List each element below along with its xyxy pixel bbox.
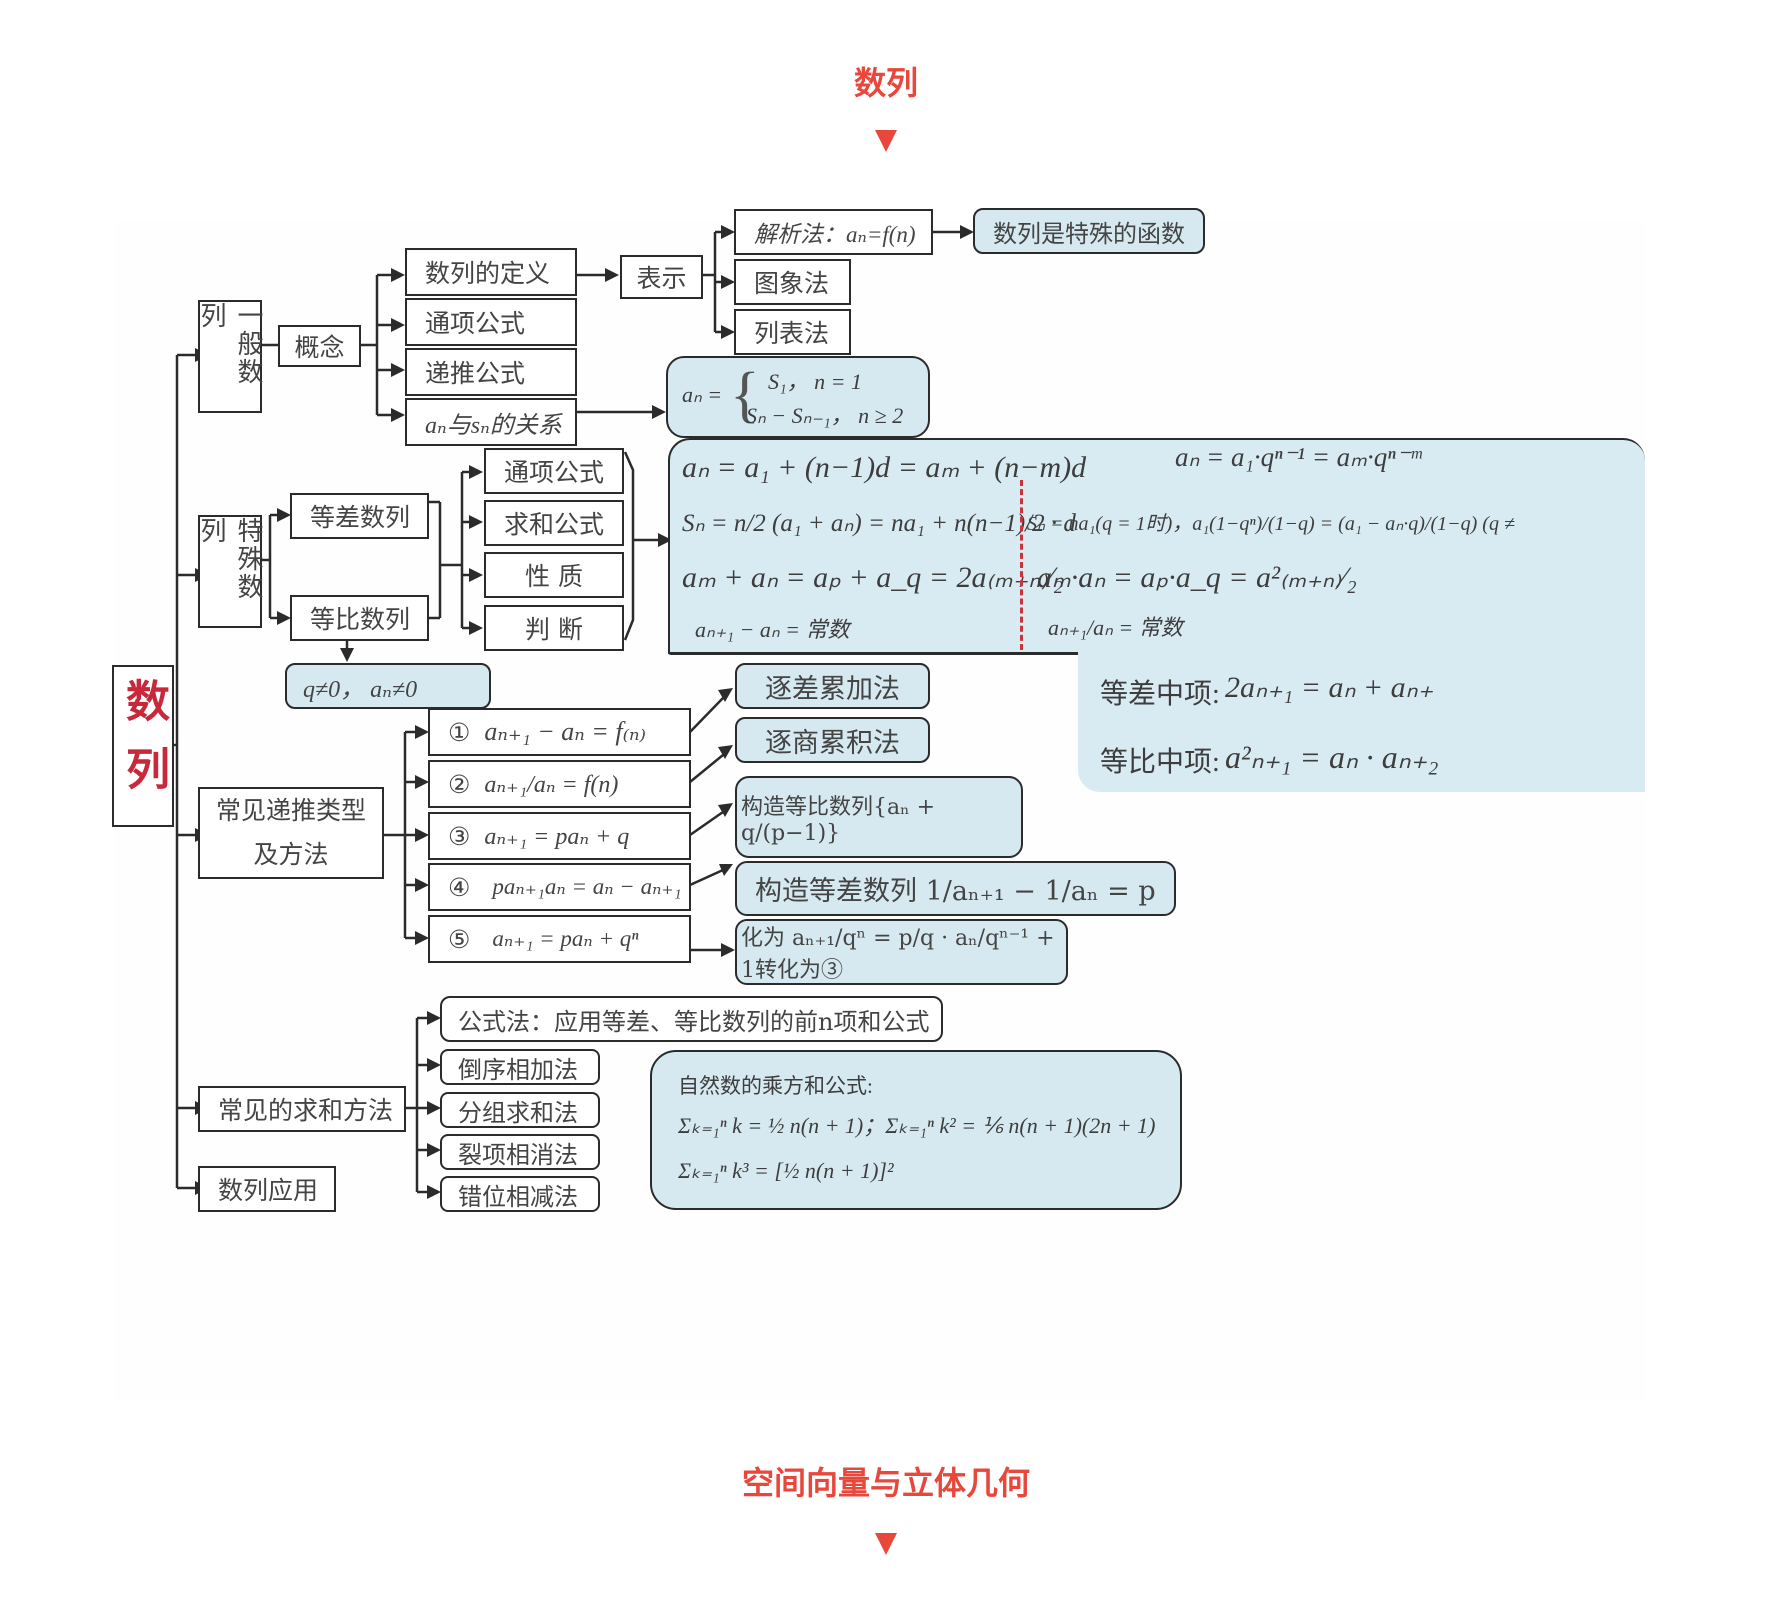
formula-panel — [668, 438, 1645, 654]
power-sum-title: 自然数的乘方和公式: — [678, 1074, 873, 1098]
recursion-type-2: ② aₙ₊₁/aₙ = f(n) — [428, 760, 691, 808]
node-concept: 概念 — [278, 325, 361, 367]
circled-number: ⑤ — [448, 924, 471, 954]
node-aspect-general-term: 通项公式 — [484, 448, 624, 494]
geo-formula-3: aₙ₊₁/aₙ = 常数 — [1048, 615, 1183, 640]
node-recursive-formula: 递推公式 — [405, 348, 577, 396]
circled-number: ① — [448, 717, 471, 747]
geo-middle-label: 等比中项: — [1100, 747, 1220, 778]
node-aspect-sum-formula: 求和公式 — [484, 500, 624, 546]
recursion-formula: aₙ₊₁/aₙ = f(n) — [484, 771, 619, 798]
method-cumulative-product: 逐商累积法 — [735, 717, 930, 763]
note-special-function: 数列是特殊的函数 — [973, 208, 1205, 254]
geo-formula-1: Sₙ = na₁(q = 1时)，a₁(1−qⁿ)/(1−q) = (a₁ − … — [1027, 513, 1515, 535]
recursion-formula: paₙ₊₁aₙ = aₙ − aₙ₊₁ — [492, 874, 682, 899]
geometric-condition-text: q≠0， aₙ≠0 — [303, 676, 418, 703]
power-sum-line1: Σₖ₌₁ⁿ k = ½ n(n + 1)；Σₖ₌₁ⁿ k² = ⅙ n(n + … — [678, 1113, 1156, 1138]
recursion-formula: aₙ₊₁ = paₙ + qⁿ — [492, 926, 639, 951]
section-title-sequences: 数列 — [853, 64, 918, 102]
method-construct-geometric: 构造等比数列{aₙ + q/(p−1)} — [735, 776, 1023, 858]
section-title-space-geometry: 空间向量与立体几何 — [741, 1464, 1030, 1502]
an-sn-case1: S₁， n = 1 — [768, 369, 862, 394]
node-definition: 数列的定义 — [405, 248, 577, 296]
middle-term-panel — [1078, 652, 1645, 792]
recursion-type-5: ⑤ aₙ₊₁ = paₙ + qⁿ — [428, 915, 691, 963]
node-an-sn-relation: aₙ与sₙ的关系 — [405, 398, 577, 446]
arith-formula-2: aₘ + aₙ = aₚ + a_q = 2a₍ₘ₊ₙ₎⁄₂ — [682, 561, 1064, 594]
arith-formula-1: Sₙ = n/2 (a₁ + aₙ) = na₁ + n(n−1)/2 · d — [682, 510, 1076, 537]
node-analytic-method: 解析法：aₙ=f(n) — [734, 209, 933, 255]
node-graph-method: 图象法 — [734, 259, 851, 305]
arith-middle-label: 等差中项: — [1100, 679, 1220, 710]
geometric-condition: q≠0， aₙ≠0 — [285, 663, 491, 709]
recursion-label-line1: 常见递推类型 — [215, 796, 366, 825]
node-summation-methods: 常见的求和方法 — [198, 1086, 406, 1132]
arith-formula-3: aₙ₊₁ − aₙ = 常数 — [695, 617, 850, 642]
method-telescoping: 裂项相消法 — [440, 1134, 600, 1170]
geo-formula-2: aₘ·aₙ = aₚ·a_q = a²₍ₘ₊ₙ₎⁄₂ — [1037, 561, 1357, 594]
recursion-type-3: ③ aₙ₊₁ = paₙ + q — [428, 812, 691, 860]
an-sn-formula-panel: aₙ = { S₁， n = 1 Sₙ − Sₙ₋₁， n ≥ 2 — [666, 356, 930, 438]
recursion-formula: aₙ₊₁ = paₙ + q — [484, 823, 630, 850]
node-aspect-judgment: 判 断 — [484, 605, 624, 651]
down-triangle-icon — [875, 130, 897, 152]
an-sn-case2: Sₙ − Sₙ₋₁， n ≥ 2 — [746, 403, 904, 428]
panel-bottom-border — [668, 652, 1166, 655]
circled-number: ④ — [448, 872, 471, 902]
node-general-sequence: 一般数列 — [196, 300, 263, 413]
mind-map: 数列 一般数列 概念 数列的定义 通项公式 递推公式 aₙ与sₙ的关系 表示 解… — [112, 208, 1645, 1400]
method-formula: 公式法：应用等差、等比数列的前n项和公式 — [440, 996, 943, 1042]
power-sum-panel: 自然数的乘方和公式: Σₖ₌₁ⁿ k = ½ n(n + 1)；Σₖ₌₁ⁿ k²… — [650, 1050, 1182, 1210]
divider-line — [1020, 480, 1023, 650]
node-table-method: 列表法 — [734, 309, 851, 355]
node-application: 数列应用 — [198, 1166, 336, 1212]
method-construct-arithmetic: 构造等差数列 1/aₙ₊₁ − 1/aₙ = p — [735, 861, 1176, 916]
brace-icon: { — [730, 361, 760, 429]
method-transform: 化为 aₙ₊₁/qⁿ = p/q · aₙ/qⁿ⁻¹ + 1转化为③ — [735, 919, 1068, 985]
root-node-sequences: 数列 — [112, 665, 174, 827]
method-reverse-add: 倒序相加法 — [440, 1049, 600, 1085]
node-geometric-sequence: 等比数列 — [290, 595, 429, 641]
circled-number: ② — [448, 769, 471, 799]
recursion-type-1: ① aₙ₊₁ − aₙ = f₍ₙ₎ — [428, 708, 691, 756]
node-arithmetic-sequence: 等差数列 — [290, 493, 429, 539]
recursion-type-4: ④ paₙ₊₁aₙ = aₙ − aₙ₊₁ — [428, 863, 691, 911]
arith-formula-0: aₙ = a₁ + (n−1)d = aₘ + (n−m)d — [682, 451, 1087, 484]
node-special-sequence: 特殊数列 — [196, 515, 263, 628]
node-aspect-properties: 性 质 — [484, 552, 624, 598]
an-sn-lhs: aₙ = — [682, 382, 723, 407]
node-recursion-types: 常见递推类型 及方法 — [198, 787, 384, 879]
circled-number: ③ — [448, 821, 471, 851]
method-grouping: 分组求和法 — [440, 1092, 600, 1128]
node-general-term: 通项公式 — [405, 298, 577, 346]
node-representation: 表示 — [620, 255, 703, 299]
geo-formula-0: aₙ = a₁·qⁿ⁻¹ = aₘ·qⁿ⁻ᵐ — [1175, 442, 1422, 472]
arith-middle-formula: 2aₙ₊₁ = aₙ + aₙ₊ — [1225, 671, 1434, 704]
method-cumulative-sum: 逐差累加法 — [735, 663, 930, 709]
down-triangle-icon — [875, 1533, 897, 1555]
power-sum-line2: Σₖ₌₁ⁿ k³ = [½ n(n + 1)]² — [678, 1158, 894, 1183]
geo-middle-formula: a²ₙ₊₁ = aₙ · aₙ₊₂ — [1225, 739, 1439, 775]
method-shift-subtract: 错位相减法 — [440, 1176, 600, 1212]
recursion-formula: aₙ₊₁ − aₙ = f₍ₙ₎ — [484, 717, 646, 746]
recursion-label-line2: 及方法 — [253, 840, 329, 869]
